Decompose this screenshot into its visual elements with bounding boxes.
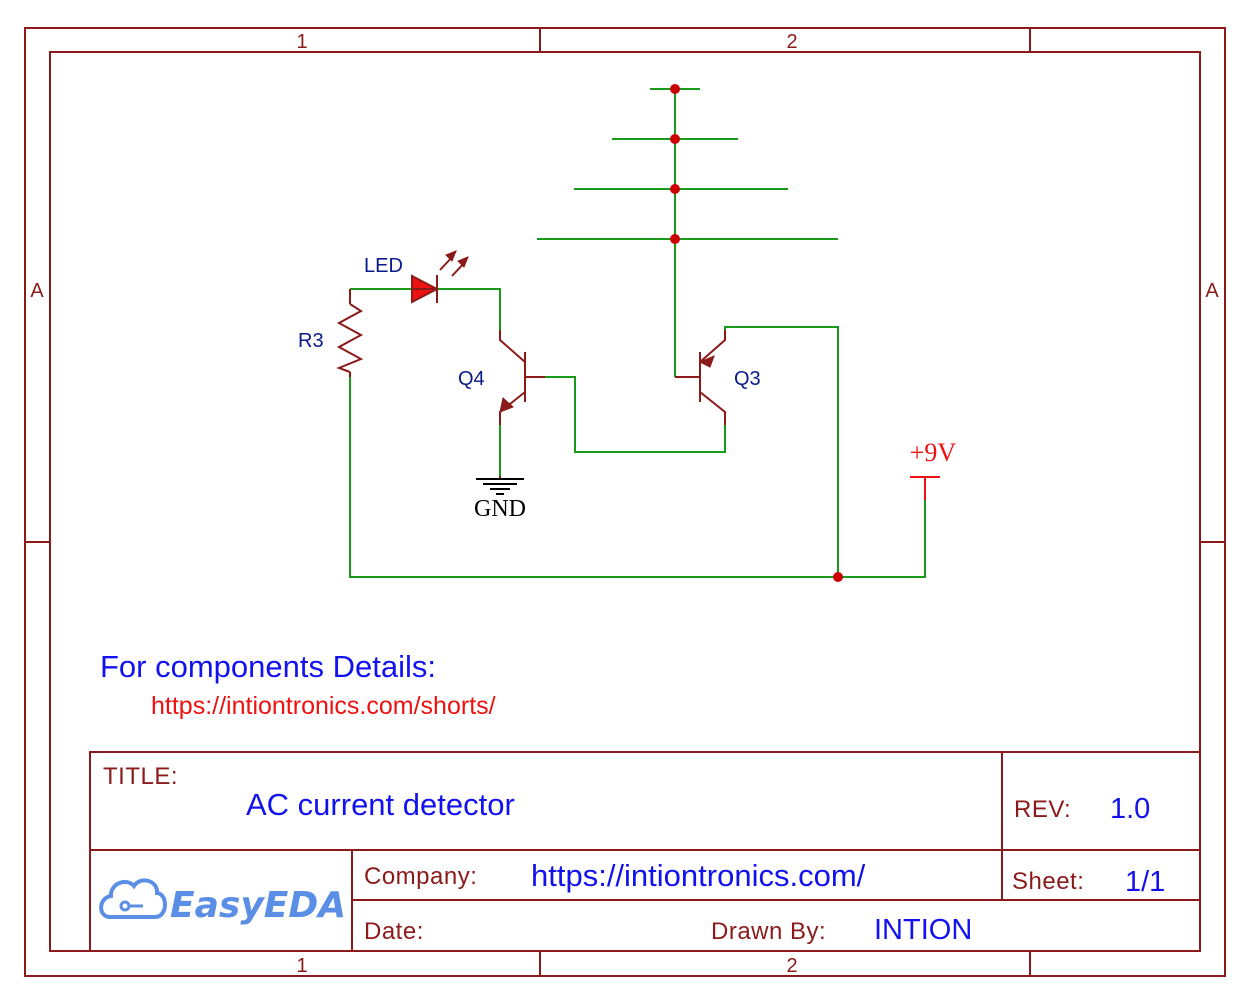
resistor-r3 <box>336 289 364 377</box>
row-label-right-a: A <box>1205 280 1219 302</box>
led-label: LED <box>364 255 403 277</box>
rev-value: 1.0 <box>1110 793 1150 825</box>
vcc-label: +9V <box>910 438 957 467</box>
column-label-top-2: 2 <box>786 31 797 53</box>
logo-text: EasyEDA <box>170 885 346 926</box>
sheet-label: Sheet: <box>1012 868 1084 895</box>
cloud-icon <box>99 878 167 919</box>
antenna <box>537 88 838 377</box>
q3-label: Q3 <box>734 368 761 390</box>
components-details-heading: For components Details: <box>100 649 436 684</box>
easyeda-logo: EasyEDA <box>99 878 346 926</box>
column-label-top-1: 1 <box>296 31 307 53</box>
column-label-bottom-2: 2 <box>786 955 797 977</box>
sheet-value: 1/1 <box>1125 866 1165 898</box>
junctions <box>670 84 843 582</box>
drawn-by-label: Drawn By: <box>711 918 826 945</box>
gnd-label: GND <box>474 496 526 522</box>
transistor-q4 <box>499 330 545 425</box>
drawn-by-value: INTION <box>874 914 972 946</box>
r3-label: R3 <box>298 330 324 352</box>
title-block <box>89 751 1201 952</box>
rev-label: REV: <box>1014 796 1071 823</box>
date-label: Date: <box>364 918 424 945</box>
vcc-symbol <box>910 476 940 500</box>
company-label: Company: <box>364 863 477 890</box>
title-label: TITLE: <box>103 763 178 790</box>
transistor-q3 <box>675 330 726 425</box>
column-label-bottom-1: 1 <box>296 955 307 977</box>
company-value[interactable]: https://intiontronics.com/ <box>531 858 866 893</box>
wires <box>349 288 926 578</box>
ground-symbol <box>476 476 524 495</box>
components-details-link[interactable]: https://intiontronics.com/shorts/ <box>151 692 496 720</box>
title-value: AC current detector <box>246 787 515 822</box>
led-symbol <box>411 250 469 304</box>
sheet-frame <box>24 27 1226 977</box>
row-label-left-a: A <box>30 280 44 302</box>
q4-label: Q4 <box>458 368 485 390</box>
